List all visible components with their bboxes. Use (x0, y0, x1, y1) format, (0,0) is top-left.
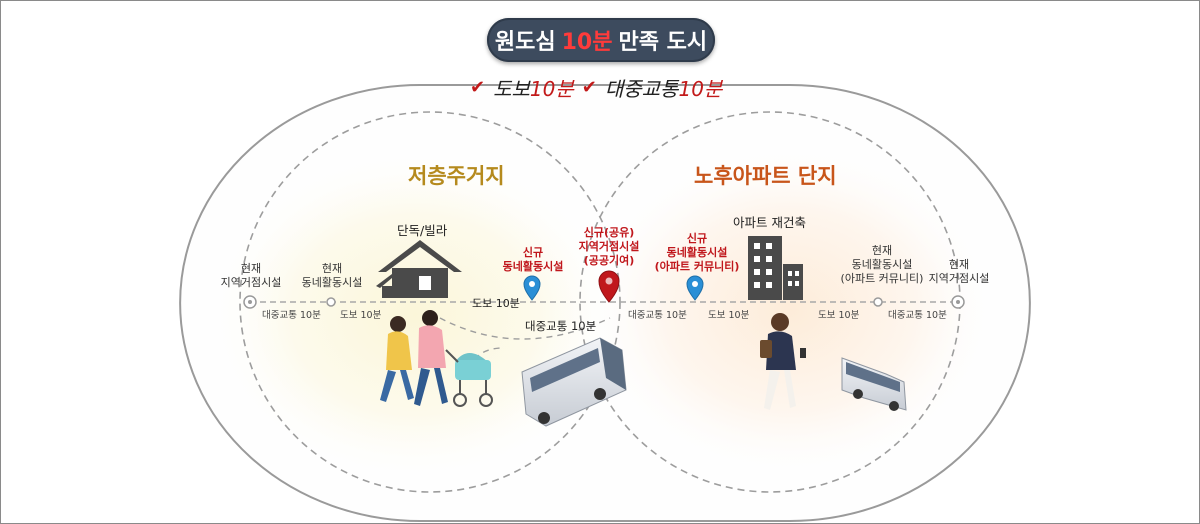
left-transit-time-label: 대중교통 10분 (262, 310, 321, 321)
check-icon: ✔ (581, 76, 597, 98)
center-walk-time-label: 도보 10분 (472, 297, 520, 310)
left-walk-time-label: 도보 10분 (340, 310, 382, 321)
label-line: (아파트 커뮤니티) (654, 260, 740, 273)
right-inner-node (873, 297, 883, 307)
new-neighborhood-facility-pin-left (523, 275, 541, 301)
left-inner-node (326, 297, 336, 307)
new-shared-hub-pin (598, 270, 620, 303)
right-zone-title: 노후아파트 단지 (694, 164, 837, 188)
right-outer-walk-time-label: 도보 10분 (818, 310, 860, 321)
bus-illustration-right (841, 357, 907, 411)
woman-with-phone-illustration (760, 313, 806, 410)
label-line: 동네활동시설 (301, 276, 363, 289)
label-line: 지역거점시설 (578, 240, 640, 253)
center-transit-time-label: 대중교통 10분 (525, 319, 597, 333)
check-icon: ✔ (470, 76, 486, 98)
label-line: 신규(공유) (583, 226, 635, 239)
family-with-stroller-illustration (380, 310, 493, 407)
left-zone-title: 저층주거지 (408, 164, 505, 188)
left-inner-facility-label: 현재 동네활동시설 (296, 262, 368, 290)
label-line: 지역거점시설 (220, 276, 282, 289)
subtitle-item-walk: 도보10분 (493, 73, 574, 102)
new-neighborhood-facility-pin-right (686, 275, 704, 301)
subtitle-item-transit: 대중교통10분 (605, 73, 722, 102)
label-line: (공공기여) (583, 254, 635, 267)
new-right-facility-label: 신규 동네활동시설 (아파트 커뮤니티) (652, 232, 742, 274)
label-line: 동네활동시설 (502, 260, 564, 273)
title-suffix: 만족 도시 (618, 30, 708, 55)
subtitle-walk-label: 도보 (493, 76, 530, 101)
label-line: 현재 (240, 262, 262, 275)
right-walk-time-label: 도보 10분 (708, 310, 750, 321)
bus-illustration-center (521, 337, 627, 427)
title-accent: 10분 (561, 30, 613, 55)
right-outer-facility-label: 현재 지역거점시설 (924, 258, 994, 286)
apartment-icon (748, 236, 803, 300)
title-prefix: 원도심 (494, 30, 556, 55)
subtitle-transit-time: 10분 (678, 76, 723, 101)
subtitle-transit-label: 대중교통 (604, 76, 679, 101)
label-line: 현재 (871, 244, 893, 257)
house-icon (376, 240, 462, 298)
diagram-title: 원도심 10분 만족 도시 (487, 18, 715, 62)
label-line: 현재 (321, 262, 343, 275)
label-line: 신규 (686, 232, 708, 245)
right-outer-transit-time-label: 대중교통 10분 (888, 310, 947, 321)
label-line: 동네활동시설 (666, 246, 728, 259)
label-line: 동네활동시설 (851, 258, 913, 271)
apartment-label: 아파트 재건축 (733, 215, 806, 230)
right-inner-facility-label: 현재 동네활동시설 (아파트 커뮤니티) (834, 244, 930, 286)
new-center-facility-label: 신규(공유) 지역거점시설 (공공기여) (574, 226, 644, 268)
left-outer-facility-label: 현재 지역거점시설 (216, 262, 286, 290)
label-line: 신규 (522, 246, 544, 259)
right-transit-time-label: 대중교통 10분 (628, 310, 687, 321)
label-line: (아파트 커뮤니티) (840, 272, 924, 285)
label-line: 지역거점시설 (928, 272, 990, 285)
house-label: 단독/빌라 (397, 223, 448, 238)
diagram-subtitle: ✔ 도보10분 ✔ 대중교통10분 (470, 73, 730, 102)
subtitle-walk-time: 10분 (529, 76, 574, 101)
label-line: 현재 (948, 258, 970, 271)
new-left-facility-label: 신규 동네활동시설 (498, 246, 568, 274)
